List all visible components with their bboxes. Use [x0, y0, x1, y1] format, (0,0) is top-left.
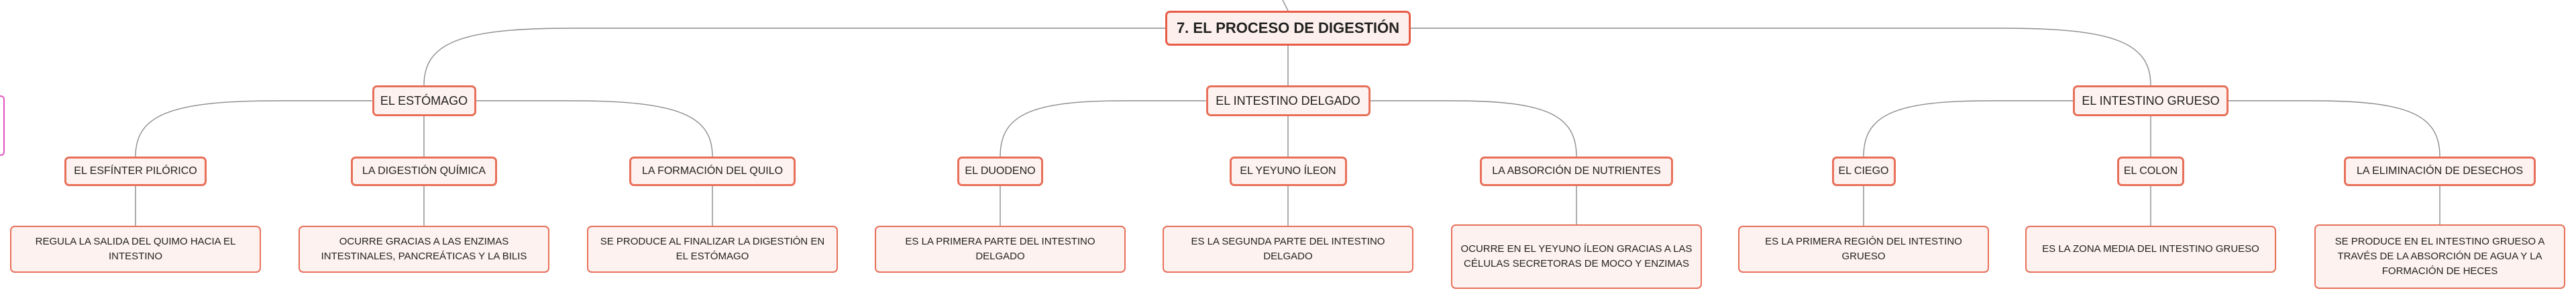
connector-line-3: [1411, 28, 2151, 86]
connector-line-4: [135, 100, 372, 157]
subtopic-eliminacion-desechos[interactable]: LA ELIMINACIÓN DE DESECHOS: [2344, 157, 2536, 186]
subtopic-ciego[interactable]: EL CIEGO: [1831, 157, 1896, 186]
detail-esfinter-pilorico[interactable]: REGULA LA SALIDA DEL QUIMO HACIA EL INTE…: [10, 226, 261, 273]
detail-digestion-quimica[interactable]: OCURRE GRACIAS A LAS ENZIMAS INTESTINALE…: [299, 226, 549, 273]
connector-line-8: [476, 100, 713, 157]
subtopic-yeyuno-ileon[interactable]: EL YEYUNO ÍLEON: [1229, 157, 1347, 186]
subtopic-duodeno[interactable]: EL DUODENO: [957, 157, 1043, 186]
detail-duodeno[interactable]: ES LA PRIMERA PARTE DEL INTESTINO DELGAD…: [875, 226, 1126, 273]
subtopic-esfinter-pilorico[interactable]: EL ESFÍNTER PILÓRICO: [64, 157, 207, 186]
detail-ciego[interactable]: ES LA PRIMERA REGIÓN DEL INTESTINO GRUES…: [1738, 226, 1989, 273]
connector-line-20: [2229, 100, 2440, 157]
subtopic-absorcion-nutrientes[interactable]: LA ABSORCIÓN DE NUTRIENTES: [1480, 157, 1673, 186]
topic-el-intestino-delgado[interactable]: EL INTESTINO DELGADO: [1205, 85, 1371, 116]
subtopic-colon[interactable]: EL COLON: [2117, 157, 2184, 186]
detail-absorcion-nutrientes[interactable]: OCURRE EN EL YEYUNO ÍLEON GRACIAS A LAS …: [1451, 224, 1702, 289]
connector-line-0: [1282, 0, 1289, 11]
subtopic-digestion-quimica[interactable]: LA DIGESTIÓN QUÍMICA: [351, 157, 497, 186]
subtopic-formacion-quilo[interactable]: LA FORMACIÓN DEL QUILO: [629, 157, 796, 186]
topic-el-intestino-grueso[interactable]: EL INTESTINO GRUESO: [2073, 85, 2229, 116]
connector-line-14: [1370, 100, 1577, 157]
detail-colon[interactable]: ES LA ZONA MEDIA DEL INTESTINO GRUESO: [2025, 226, 2276, 273]
topic-el-estomago[interactable]: EL ESTÓMAGO: [372, 85, 476, 116]
connector-line-10: [1000, 100, 1206, 157]
connector-line-16: [1863, 100, 2073, 157]
side-panel-tab[interactable]: [0, 95, 5, 156]
connector-line-1: [423, 28, 1165, 86]
detail-formacion-quilo[interactable]: SE PRODUCE AL FINALIZAR LA DIGESTIÓN EN …: [587, 226, 838, 273]
detail-eliminacion-desechos[interactable]: SE PRODUCE EN EL INTESTINO GRUESO A TRAV…: [2314, 224, 2565, 289]
detail-yeyuno-ileon[interactable]: ES LA SEGUNDA PARTE DEL INTESTINO DELGAD…: [1163, 226, 1413, 273]
root-topic[interactable]: 7. EL PROCESO DE DIGESTIÓN: [1165, 11, 1411, 46]
